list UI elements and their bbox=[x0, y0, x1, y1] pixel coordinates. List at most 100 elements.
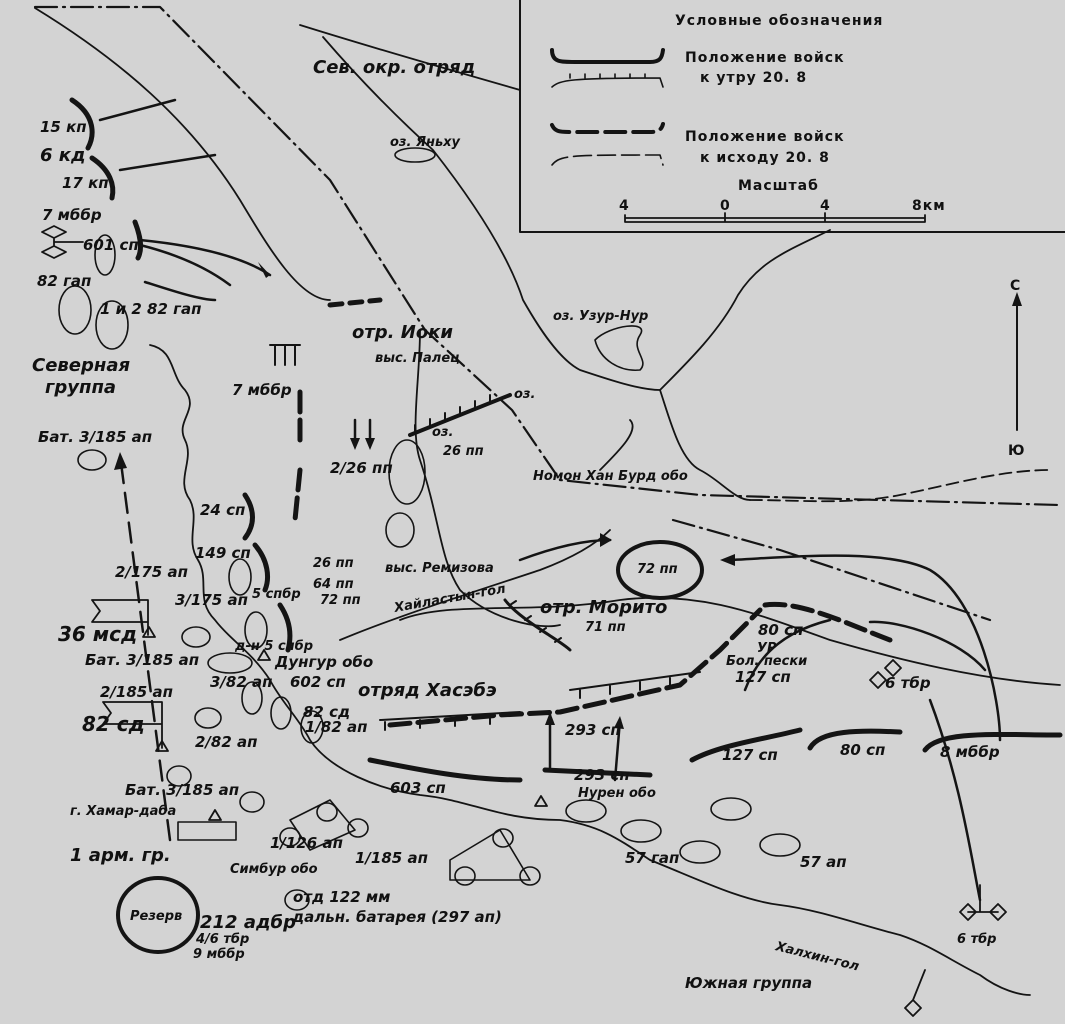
scale-tick: 4 bbox=[619, 198, 630, 214]
label: 72 пп bbox=[320, 593, 361, 608]
label: Сев. окр. отряд bbox=[313, 57, 475, 78]
map-labels: Сев. окр. отряд оз. Яньху 15 кп 6 кд 17 … bbox=[32, 57, 1000, 992]
label: 601 сп bbox=[83, 236, 139, 254]
label: отр. Морито bbox=[540, 597, 667, 618]
label: группа bbox=[45, 377, 116, 398]
label: Бат. 3/185 ап bbox=[38, 428, 152, 446]
oval-72pp bbox=[616, 540, 704, 600]
label: отр. Иоки bbox=[352, 322, 453, 343]
label: оз. Узур-Нур bbox=[553, 309, 648, 324]
rivers-and-roads bbox=[34, 7, 1061, 996]
label: оз. Яньху bbox=[390, 135, 461, 150]
label: выс. Ремизова bbox=[385, 561, 494, 576]
label: 1/185 ап bbox=[355, 849, 428, 867]
encircled-units bbox=[116, 540, 704, 954]
label: Южная группа bbox=[685, 974, 812, 992]
enemy-positions bbox=[269, 344, 701, 731]
artillery-positions bbox=[58, 234, 801, 911]
scale-tick: 8км bbox=[912, 198, 946, 214]
label: 1/126 ап bbox=[270, 834, 343, 852]
label: 127 сп bbox=[722, 746, 778, 764]
label: 57 гап bbox=[625, 849, 679, 867]
label: 4/6 тбр bbox=[195, 932, 249, 947]
label: Нурен обо bbox=[578, 786, 656, 801]
legend: Условные обозначения Положение войск к у… bbox=[519, 0, 1065, 233]
label: отд 122 мм bbox=[293, 888, 390, 906]
label: 64 пп bbox=[313, 577, 354, 592]
label: 603 сп bbox=[390, 779, 446, 797]
label: 57 ап bbox=[800, 853, 847, 871]
label: оз. bbox=[432, 425, 453, 440]
label: 72 пп bbox=[637, 562, 678, 577]
label: 6 тбр bbox=[957, 932, 997, 947]
state-border bbox=[33, 5, 1062, 622]
label: Бат. 3/185 ап bbox=[85, 651, 199, 669]
legend-item1-line2: к утру 20. 8 bbox=[700, 70, 807, 86]
label: 2/26 пп bbox=[330, 459, 393, 477]
label: 293 сп bbox=[565, 721, 621, 739]
label: 7 мббр bbox=[42, 206, 102, 224]
label: 5 спбр bbox=[252, 587, 301, 602]
label: выс. Палец bbox=[375, 351, 460, 366]
label: Северная bbox=[32, 355, 130, 376]
legend-title: Условные обозначения bbox=[675, 13, 883, 29]
compass-north: С bbox=[1010, 278, 1021, 294]
label: 1 арм. гр. bbox=[70, 845, 171, 866]
oval-reserve bbox=[116, 876, 200, 954]
label: Дунгур обо bbox=[274, 653, 373, 671]
scale-bar: 4 0 4 8км bbox=[619, 198, 946, 223]
label: г. Хамар-даба bbox=[70, 804, 176, 819]
troop-positions bbox=[69, 97, 1063, 783]
north-arrow: С Ю bbox=[1008, 278, 1025, 459]
label: 149 сп bbox=[195, 544, 251, 562]
label: 6 кд bbox=[40, 145, 86, 166]
label: оз. bbox=[514, 387, 535, 402]
scale-title: Масштаб bbox=[738, 178, 819, 194]
label: 3/82 ап bbox=[210, 673, 273, 691]
legend-item1-line1: Положение войск bbox=[685, 50, 845, 66]
legend-symbol-morning bbox=[550, 48, 665, 64]
label: 1 и 2 82 гап bbox=[100, 300, 201, 318]
label: 7 мббр bbox=[232, 381, 292, 399]
label: 26 пп bbox=[443, 444, 484, 459]
label: Симбур обо bbox=[230, 862, 318, 877]
label: 71 пп bbox=[585, 620, 626, 635]
label: 9 мббр bbox=[193, 947, 245, 962]
label: отряд Хасэбэ bbox=[358, 680, 497, 701]
label: 212 адбр bbox=[200, 912, 296, 933]
river-khalkhin-gol bbox=[149, 344, 1031, 996]
label: 36 мсд bbox=[58, 622, 137, 646]
label: 80 сп bbox=[840, 741, 885, 759]
compass-south: Ю bbox=[1008, 443, 1025, 459]
label: 2/185 ап bbox=[100, 683, 173, 701]
label: 80 сп bbox=[758, 621, 803, 639]
label: УР bbox=[757, 641, 777, 656]
label: 1/82 ап bbox=[305, 718, 368, 736]
legend-item2-line1: Положение войск bbox=[685, 129, 845, 145]
label: 8 мббр bbox=[940, 743, 1000, 761]
label: дальн. батарея (297 ап) bbox=[291, 908, 502, 926]
scale-tick: 4 bbox=[820, 198, 831, 214]
label: Бат. 3/185 ап bbox=[125, 781, 239, 799]
arrow-heads bbox=[114, 262, 735, 729]
label: 2/175 ап bbox=[115, 563, 188, 581]
label: 127 сп bbox=[735, 668, 791, 686]
label: 17 кп bbox=[62, 174, 109, 192]
label: Резерв bbox=[130, 909, 182, 924]
label: 2/82 ап bbox=[195, 733, 258, 751]
label: 15 кп bbox=[40, 118, 87, 136]
attack-arrows bbox=[98, 98, 1002, 902]
label: 82 сд bbox=[82, 712, 145, 736]
label: 26 пп bbox=[313, 556, 354, 571]
label: 82 гап bbox=[37, 272, 91, 290]
lakes bbox=[385, 147, 644, 548]
label: 24 сп bbox=[200, 501, 245, 519]
label: 3/175 ап bbox=[175, 591, 248, 609]
legend-item2-line2: к исходу 20. 8 bbox=[700, 150, 830, 166]
label: 602 сп bbox=[290, 673, 346, 691]
legend-symbol-evening bbox=[550, 122, 665, 134]
label: д-н 5 спбр bbox=[234, 639, 313, 654]
label: Номон Хан Бурд обо bbox=[533, 469, 688, 484]
